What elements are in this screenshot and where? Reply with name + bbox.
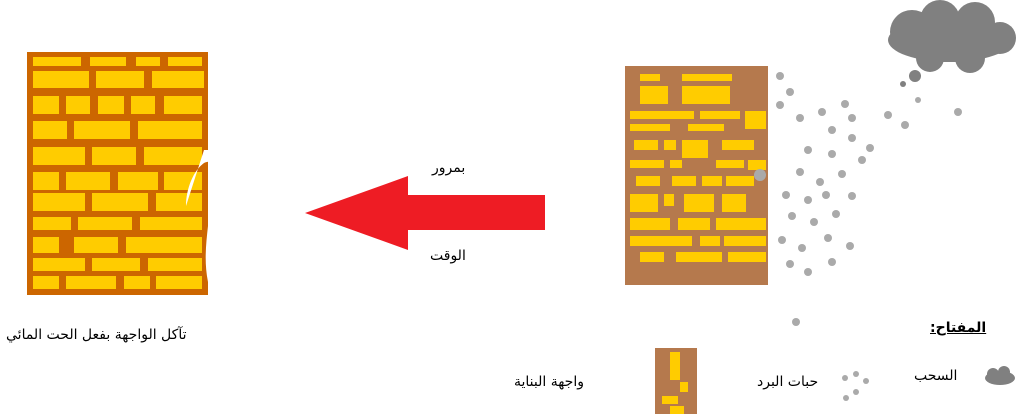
key-hail-label: حبات البرد bbox=[757, 374, 819, 390]
key-clouds-label: السحب bbox=[914, 368, 958, 384]
key-facade-icon bbox=[655, 348, 697, 414]
hail-particle-icon bbox=[776, 72, 962, 326]
hail-particles bbox=[776, 72, 962, 326]
original-wall bbox=[625, 66, 768, 285]
original-wall-bricks bbox=[630, 74, 766, 262]
arrow-left-icon bbox=[305, 176, 545, 250]
key-hail-icon bbox=[842, 371, 869, 401]
time-label-top: بمرور bbox=[432, 160, 466, 176]
eroded-wall bbox=[27, 52, 230, 298]
erosion-cavity bbox=[186, 150, 230, 298]
cloud-icon bbox=[888, 0, 1016, 87]
key-cloud-icon bbox=[985, 366, 1015, 385]
key-title: المفتاح: bbox=[930, 320, 987, 336]
impact-point bbox=[754, 169, 766, 181]
eroded-wall-bricks bbox=[33, 57, 204, 289]
time-label-bottom: الوقت bbox=[430, 248, 466, 264]
key-facade-label: واجهة البناية bbox=[514, 374, 584, 390]
erosion-caption: تآكل الواجهة بفعل الحت المائي bbox=[6, 327, 187, 343]
